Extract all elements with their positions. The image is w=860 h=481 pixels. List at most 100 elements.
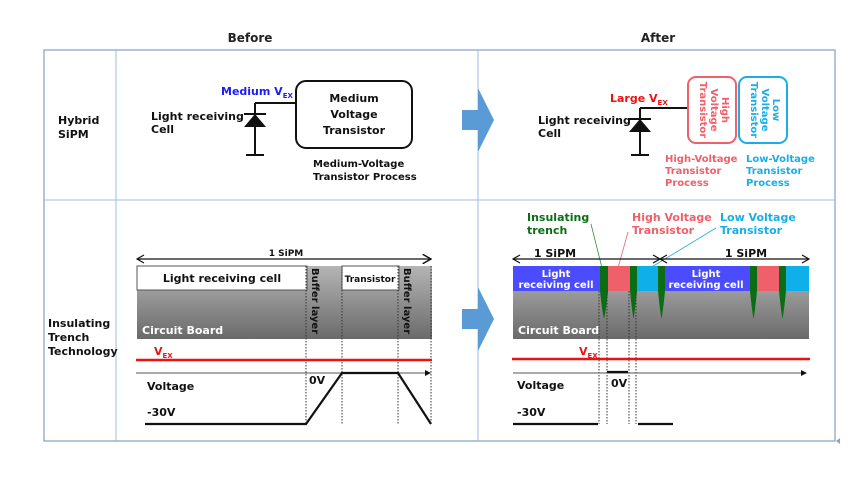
- span-label: 1 SiPM: [534, 247, 576, 260]
- cell-label: Light: [692, 269, 721, 280]
- box-label: Voltage: [708, 89, 719, 132]
- insulating-trenches: [600, 266, 786, 319]
- transistor-label: Voltage: [330, 108, 377, 121]
- callout-leader: [590, 223, 603, 269]
- trench: [658, 266, 665, 319]
- voltage-label: Voltage: [147, 380, 194, 393]
- row-label-line: SiPM: [58, 128, 89, 141]
- low-voltage-box-text: Low Voltage Transistor: [748, 82, 781, 139]
- span-arrow-left-head: [135, 254, 145, 264]
- light-receiving-cell-block: [136, 265, 308, 291]
- lv-process-label: Low-Voltage: [746, 154, 815, 165]
- row-label-insulating-trench: Insulating Trench Technology: [48, 317, 118, 358]
- hybrid-before-circuit: Light receiving Cell Medium VEX Medium V…: [151, 80, 417, 183]
- lv-process-label: Process: [746, 178, 790, 189]
- row-label-line: Hybrid: [58, 114, 99, 127]
- medium-voltage-transistor-box: [295, 80, 413, 149]
- callout-insulating-trench: trench: [527, 224, 567, 237]
- cell-label: Cell: [538, 127, 561, 140]
- buffer-layer-label: Buffer layer: [401, 268, 412, 334]
- circuit-board-label: Circuit Board: [142, 324, 223, 337]
- trench-before-diagram: 1 SiPM Light receiving cell Transistor B…: [135, 249, 432, 426]
- callout-low-voltage: Transistor: [720, 224, 783, 237]
- transistor-label: Transistor: [345, 275, 396, 285]
- hv-process-label: High-Voltage: [665, 154, 738, 165]
- buffer-layer-label: Buffer layer: [309, 268, 320, 334]
- cell-label: receiving cell: [668, 280, 743, 291]
- transistor-block: [341, 265, 400, 291]
- vex-prefix: V: [154, 345, 163, 358]
- trench: [779, 266, 786, 319]
- span-label: 1 SiPM: [269, 249, 304, 259]
- circuit-board-label: Circuit Board: [518, 324, 599, 337]
- lv-process-label: Transistor: [746, 166, 803, 177]
- medium-vex-label: Medium VEX: [221, 85, 293, 100]
- vex-prefix: Large V: [610, 92, 658, 105]
- span-arrow-heads: [658, 254, 811, 264]
- cell-label: Light receiving: [151, 110, 244, 123]
- box-label: Low: [770, 99, 781, 121]
- callout-high-voltage: Transistor: [632, 224, 695, 237]
- hybrid-after-circuit: Light receiving Cell Large VEX High Volt…: [538, 76, 815, 189]
- column-header-after: After: [641, 31, 675, 45]
- callout-leader: [649, 227, 717, 269]
- light-receiving-cell-block: [661, 266, 750, 291]
- callout-low-voltage: Low Voltage: [720, 211, 796, 224]
- neg-voltage-label: -30V: [147, 406, 176, 419]
- process-label: Transistor Process: [313, 172, 417, 183]
- callout-leader: [617, 231, 629, 269]
- high-voltage-transistor-box: [687, 76, 737, 144]
- vex-subscript: EX: [588, 352, 599, 360]
- arrow-right-icon: [462, 287, 494, 351]
- hv-process-label: Process: [665, 178, 709, 189]
- cell-label: Light receiving cell: [163, 272, 281, 285]
- trench-after-diagram: Insulating trench High Voltage Transisto…: [511, 211, 811, 426]
- cell-label: Light: [542, 269, 571, 280]
- large-vex-label: Large VEX: [610, 92, 668, 107]
- span-label: 1 SiPM: [725, 247, 767, 260]
- box-label: Voltage: [759, 89, 770, 132]
- neg-voltage-label: -30V: [517, 406, 546, 419]
- column-header-before: Before: [228, 31, 273, 45]
- high-voltage-transistor-block: [608, 266, 630, 291]
- voltage-profile: [145, 371, 432, 426]
- trench: [600, 266, 608, 319]
- box-label: High: [719, 97, 730, 123]
- vex-prefix: V: [579, 345, 588, 358]
- low-voltage-transistor-box: [738, 76, 788, 144]
- vex-label: VEX: [579, 345, 598, 360]
- voltage-label: Voltage: [517, 379, 564, 392]
- vex-subscript: EX: [163, 352, 174, 360]
- vex-subscript: EX: [283, 92, 294, 100]
- table-frame: [43, 49, 836, 442]
- cell-label: receiving cell: [518, 280, 593, 291]
- box-label: Transistor: [748, 82, 759, 139]
- row-label-line: Insulating: [48, 317, 110, 330]
- process-label: Medium-Voltage: [313, 159, 404, 170]
- resize-handle-icon: [836, 438, 840, 444]
- zero-voltage-label: 0V: [611, 377, 628, 390]
- vex-prefix: Medium V: [221, 85, 283, 98]
- hv-process-label: Transistor: [665, 166, 722, 177]
- arrow-right-icon: [462, 88, 494, 152]
- transistor-label: Medium: [329, 92, 378, 105]
- low-voltage-transistor-block: [786, 266, 809, 291]
- vex-subscript: EX: [658, 99, 669, 107]
- vex-label: VEX: [154, 345, 173, 360]
- trench: [750, 266, 757, 319]
- callout-insulating-trench: Insulating: [527, 211, 589, 224]
- light-receiving-cell-block: [513, 266, 600, 291]
- high-voltage-transistor-block: [757, 266, 779, 291]
- row-label-line: Trench: [48, 331, 89, 344]
- high-voltage-box-text: High Voltage Transistor: [697, 82, 730, 139]
- zero-voltage-label: 0V: [309, 374, 326, 387]
- box-label: Transistor: [697, 82, 708, 139]
- cell-label: Light receiving: [538, 114, 631, 127]
- row-label-line: Technology: [48, 345, 118, 358]
- low-voltage-transistor-block: [637, 266, 661, 291]
- trench: [630, 266, 637, 319]
- cell-label: Cell: [151, 123, 174, 136]
- photodiode-icon: [629, 107, 688, 156]
- photodiode-icon: [244, 102, 296, 156]
